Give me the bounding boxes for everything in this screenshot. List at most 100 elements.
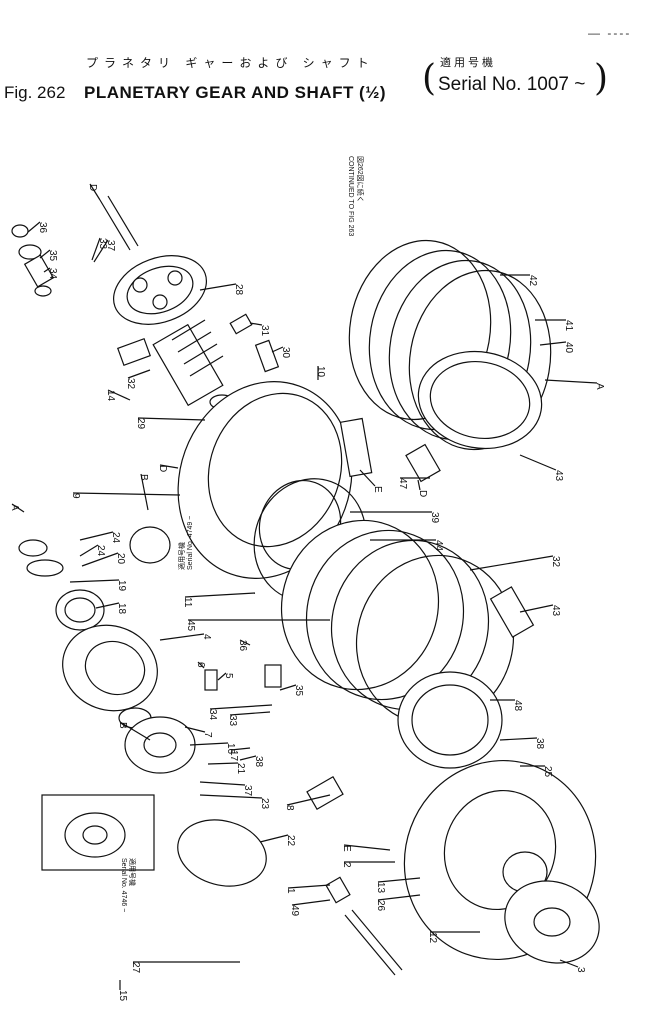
callout-label-1: 1 [285, 888, 296, 894]
callout-leader-20 [81, 552, 119, 567]
callout-leader-3 [559, 959, 579, 968]
callout-leader-D [417, 479, 421, 491]
callout-label-D: D [417, 490, 428, 497]
callout-label-37: 37 [105, 240, 116, 252]
callout-label-21: 21 [235, 763, 246, 775]
callout-label-40: 40 [563, 342, 574, 354]
callout-label-41: 41 [563, 320, 574, 332]
callout-leader-49 [291, 899, 331, 906]
callout-label-39: 39 [429, 512, 440, 524]
callout-leader-33 [229, 711, 271, 716]
callout-label-37: 37 [242, 785, 253, 797]
callout-label-16: 16 [225, 743, 236, 755]
callout-leader-36 [239, 639, 251, 646]
serial-note-1-jp: 適用号機 [177, 542, 186, 570]
callout-label-D: D [157, 465, 168, 472]
callout-label-38: 38 [253, 756, 264, 768]
callout-label-7: 7 [202, 732, 213, 738]
callout-leader-30 [271, 346, 284, 353]
callout-label-28: 28 [233, 284, 244, 296]
callout-leader-7 [184, 726, 206, 733]
callout-label-32: 32 [125, 378, 136, 390]
callout-label-43: 43 [550, 605, 561, 617]
callout-leader-13 [377, 877, 421, 883]
serial-note-1: 適用号機 Serial No. 4749 ~ [177, 516, 194, 570]
callout-leader-29 [137, 417, 206, 421]
callout-leader-B [119, 721, 151, 741]
serial-note-2: 適用号機 Serial No. 4746 ~ [120, 858, 137, 912]
serial-note-2-text: Serial No. 4746 ~ [120, 858, 127, 912]
callout-label-12: 12 [427, 932, 438, 944]
callout-leader-31 [249, 322, 263, 326]
callout-label-15: 15 [117, 990, 128, 1002]
callout-leader-11 [184, 592, 256, 598]
callout-leader-1 [287, 884, 331, 889]
callout-leader-34 [43, 267, 51, 273]
callout-label-26: 26 [375, 900, 386, 912]
callout-leader-36 [27, 221, 41, 233]
callout-label-4: 4 [201, 634, 212, 640]
callout-leader-32 [469, 555, 554, 571]
callout-leader-14 [107, 389, 131, 401]
callout-label-29: 29 [135, 418, 146, 430]
callout-leader-17 [230, 747, 251, 751]
callout-label-11: 11 [182, 597, 193, 608]
callout-label-34: 34 [207, 709, 218, 721]
callout-label-10: 10 [315, 366, 326, 378]
callout-leader-32 [127, 369, 151, 379]
callout-label-47: 47 [397, 478, 408, 490]
callout-leader-E [343, 844, 391, 851]
callout-label-44: 44 [433, 540, 444, 552]
callout-label-B: B [117, 722, 128, 729]
continued-note: 図262図に続く CONTINUED TO FIG 263 [347, 156, 365, 236]
callout-label-E: E [341, 845, 352, 852]
upper-shaft-assembly [11, 195, 280, 410]
callout-leader-18 [95, 602, 120, 609]
callout-label-48: 48 [512, 700, 523, 712]
serial-note-2-jp: 適用号機 [128, 858, 137, 886]
lower-cover [325, 759, 600, 976]
callout-leader-A [544, 379, 598, 384]
callout-label-3: 3 [575, 967, 586, 973]
callout-label-22: 22 [285, 835, 296, 847]
continued-note-jp: 図262図に続く [356, 156, 365, 203]
serial-paren-open: ( [422, 58, 437, 99]
corner-dashes: — ---- [588, 26, 632, 40]
callout-leader-22 [259, 834, 289, 843]
callout-label-19: 19 [116, 580, 127, 592]
callout-leader-A [11, 503, 25, 513]
callout-label-B: B [138, 474, 149, 481]
callout-label-5: 5 [223, 673, 234, 679]
callout-label-E: E [372, 486, 383, 493]
serial-number: Serial No. 1007 ~ [438, 74, 586, 95]
callout-leader-23 [199, 794, 263, 799]
callout-label-8: 8 [284, 805, 295, 811]
callout-label-24: 24 [95, 545, 106, 557]
center-housing [177, 381, 373, 602]
callout-leader-35 [279, 684, 297, 691]
callout-label-30: 30 [280, 347, 291, 359]
callout-leader-D [159, 464, 179, 469]
callout-leader-5 [217, 672, 227, 681]
serial-paren-close: ) [594, 58, 609, 99]
callout-label-36: 36 [237, 640, 248, 652]
callout-label-2: 2 [341, 862, 352, 868]
callout-label-20: 20 [115, 553, 126, 565]
callout-leader-B [140, 473, 149, 511]
callout-label-D: D [87, 184, 98, 191]
callout-leader-D [89, 183, 101, 201]
callout-leader-6 [197, 661, 205, 669]
callout-label-17: 17 [228, 750, 239, 762]
callout-label-A: A [594, 383, 605, 390]
callout-label-36: 36 [37, 222, 48, 234]
callout-label-6: 6 [195, 662, 206, 668]
continued-note-en: CONTINUED TO FIG 263 [347, 156, 354, 236]
callout-leader-24 [79, 531, 114, 541]
callout-label-18: 18 [116, 603, 127, 615]
upper-clutch-pack [348, 239, 552, 483]
callout-label-24: 24 [110, 532, 121, 544]
callout-leader-38 [239, 755, 257, 761]
figure-number: Fig. 262 [4, 83, 66, 102]
callout-label-38: 38 [534, 738, 545, 750]
